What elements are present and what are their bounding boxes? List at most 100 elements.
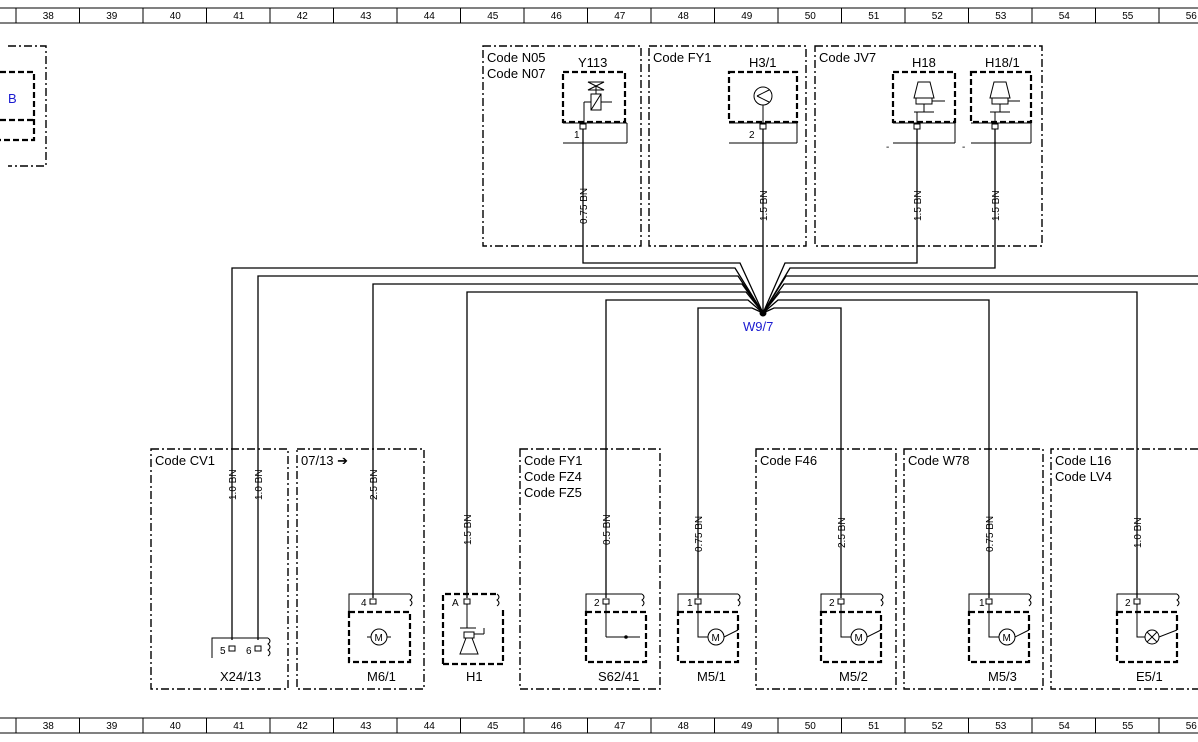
- bottom-wires: [231, 267, 1198, 640]
- component-s62-41[interactable]: 2 S62/41: [584, 593, 648, 684]
- component-m5-1[interactable]: 1 M M5/1: [676, 593, 741, 684]
- ruler-number: 45: [487, 721, 499, 732]
- ruler-number: 44: [424, 721, 436, 732]
- component-e5-1[interactable]: 2 E5/1: [1115, 593, 1180, 684]
- ruler-number: 39: [106, 721, 118, 732]
- component-m5-3[interactable]: 1 M M5/3: [967, 593, 1032, 684]
- ruler-number: 48: [678, 721, 690, 732]
- ruler-number: 52: [932, 11, 944, 22]
- component-name: M5/1: [697, 669, 726, 684]
- ruler-number: 41: [233, 721, 245, 732]
- ruler-number: 42: [297, 721, 309, 732]
- ruler-number: 38: [43, 721, 55, 732]
- top-wires: [582, 129, 996, 314]
- option-box-jv7: [814, 45, 1043, 247]
- ruler-number: 38: [43, 11, 55, 22]
- code-label: Code JV7: [819, 50, 876, 65]
- wire-label: 1.5 BN: [759, 190, 770, 221]
- code-label: Code FZ5: [524, 485, 582, 500]
- motor-icon: M: [367, 628, 391, 646]
- svg-text:M: M: [712, 633, 720, 644]
- option-box-07-13: [296, 448, 425, 690]
- component-m6-1[interactable]: 4 M M6/1: [347, 593, 413, 684]
- svg-text:M: M: [855, 633, 863, 644]
- code-label: Code N05: [487, 50, 546, 65]
- component-h1[interactable]: A H1: [441, 592, 505, 684]
- component-h18-1[interactable]: H18/1 -: [962, 55, 1033, 153]
- ruler-number: 50: [805, 721, 817, 732]
- component-name: H3/1: [749, 55, 776, 70]
- wire-label: 1.5 BN: [991, 190, 1002, 221]
- option-box-fy1-fz4-fz5: [519, 448, 661, 690]
- option-box-cv1: [150, 448, 289, 690]
- option-box-f46: [755, 448, 897, 690]
- option-box-w78: [903, 448, 1044, 690]
- pin-label: 1: [979, 598, 985, 609]
- splice-w9-7[interactable]: W9/7: [743, 309, 773, 335]
- pin-label: 1: [687, 598, 693, 609]
- horn-icon: [459, 604, 485, 655]
- code-label: Code W78: [908, 453, 969, 468]
- ruler-number: 51: [868, 721, 880, 732]
- ruler-number: 53: [995, 721, 1007, 732]
- ruler-number: 53: [995, 11, 1007, 22]
- splice-label: W9/7: [743, 319, 773, 334]
- ruler-number: 42: [297, 11, 309, 22]
- ruler-number: 56: [1186, 11, 1198, 22]
- ruler-number: 50: [805, 11, 817, 22]
- pin-label: 6: [246, 646, 252, 657]
- code-label: Code CV1: [155, 453, 215, 468]
- code-label: Code F46: [760, 453, 817, 468]
- component-h18[interactable]: H18 -: [886, 55, 957, 153]
- pin-label: 2: [594, 598, 600, 609]
- left-partial-component: B: [0, 45, 47, 167]
- wire-label: 2.5 BN: [837, 517, 848, 548]
- motor-icon: M: [988, 604, 1030, 646]
- ruler-number: 43: [360, 11, 372, 22]
- motor-icon: M: [697, 604, 739, 646]
- pin-label: 5: [220, 646, 226, 657]
- ruler-number: 40: [170, 11, 182, 22]
- ruler-number: 44: [424, 11, 436, 22]
- code-label: Code FY1: [653, 50, 712, 65]
- component-h3-1[interactable]: H3/1 2: [727, 55, 799, 144]
- component-name: H1: [466, 669, 483, 684]
- valve-icon: [583, 81, 612, 124]
- component-m5-2[interactable]: 2 M M5/2: [819, 593, 884, 684]
- wire-label: 0.75 BN: [694, 516, 705, 552]
- component-name: S62/41: [598, 669, 639, 684]
- connector-icon: [228, 645, 236, 652]
- code-label: Code LV4: [1055, 469, 1112, 484]
- ruler-number: 55: [1122, 721, 1134, 732]
- ruler-number: 54: [1059, 721, 1071, 732]
- pin-label: -: [962, 142, 965, 153]
- pin-label: 2: [1125, 598, 1131, 609]
- component-x24-13[interactable]: 5 6 X24/13: [211, 637, 271, 684]
- wire-label: 1.0 BN: [1133, 517, 1144, 548]
- ruler-number: 55: [1122, 11, 1134, 22]
- option-box-n05-n07: [482, 45, 642, 247]
- horn-icon: [989, 81, 1020, 124]
- component-y113[interactable]: Y113 1: [561, 55, 628, 144]
- ruler-number: 52: [932, 721, 944, 732]
- ruler-number: 40: [170, 721, 182, 732]
- ruler-number: 46: [551, 11, 563, 22]
- option-box-fy1: [648, 45, 807, 247]
- pin-label: -: [886, 142, 889, 153]
- ruler-number: 49: [741, 721, 753, 732]
- ruler-number: 41: [233, 11, 245, 22]
- code-label: 07/13 ➔: [301, 453, 348, 468]
- left-partial-label: B: [8, 91, 17, 106]
- pin-label: 4: [361, 598, 367, 609]
- pin-label: 1: [574, 130, 580, 141]
- ruler-number: 56: [1186, 721, 1198, 732]
- component-name: Y113: [578, 55, 607, 70]
- wire-label: 0.75 BN: [985, 516, 996, 552]
- motor-icon: M: [840, 604, 882, 646]
- wire-label: 1.5 BN: [463, 514, 474, 545]
- pin-label: A: [452, 598, 459, 609]
- ruler-number: 48: [678, 11, 690, 22]
- horn-icon: [913, 81, 945, 124]
